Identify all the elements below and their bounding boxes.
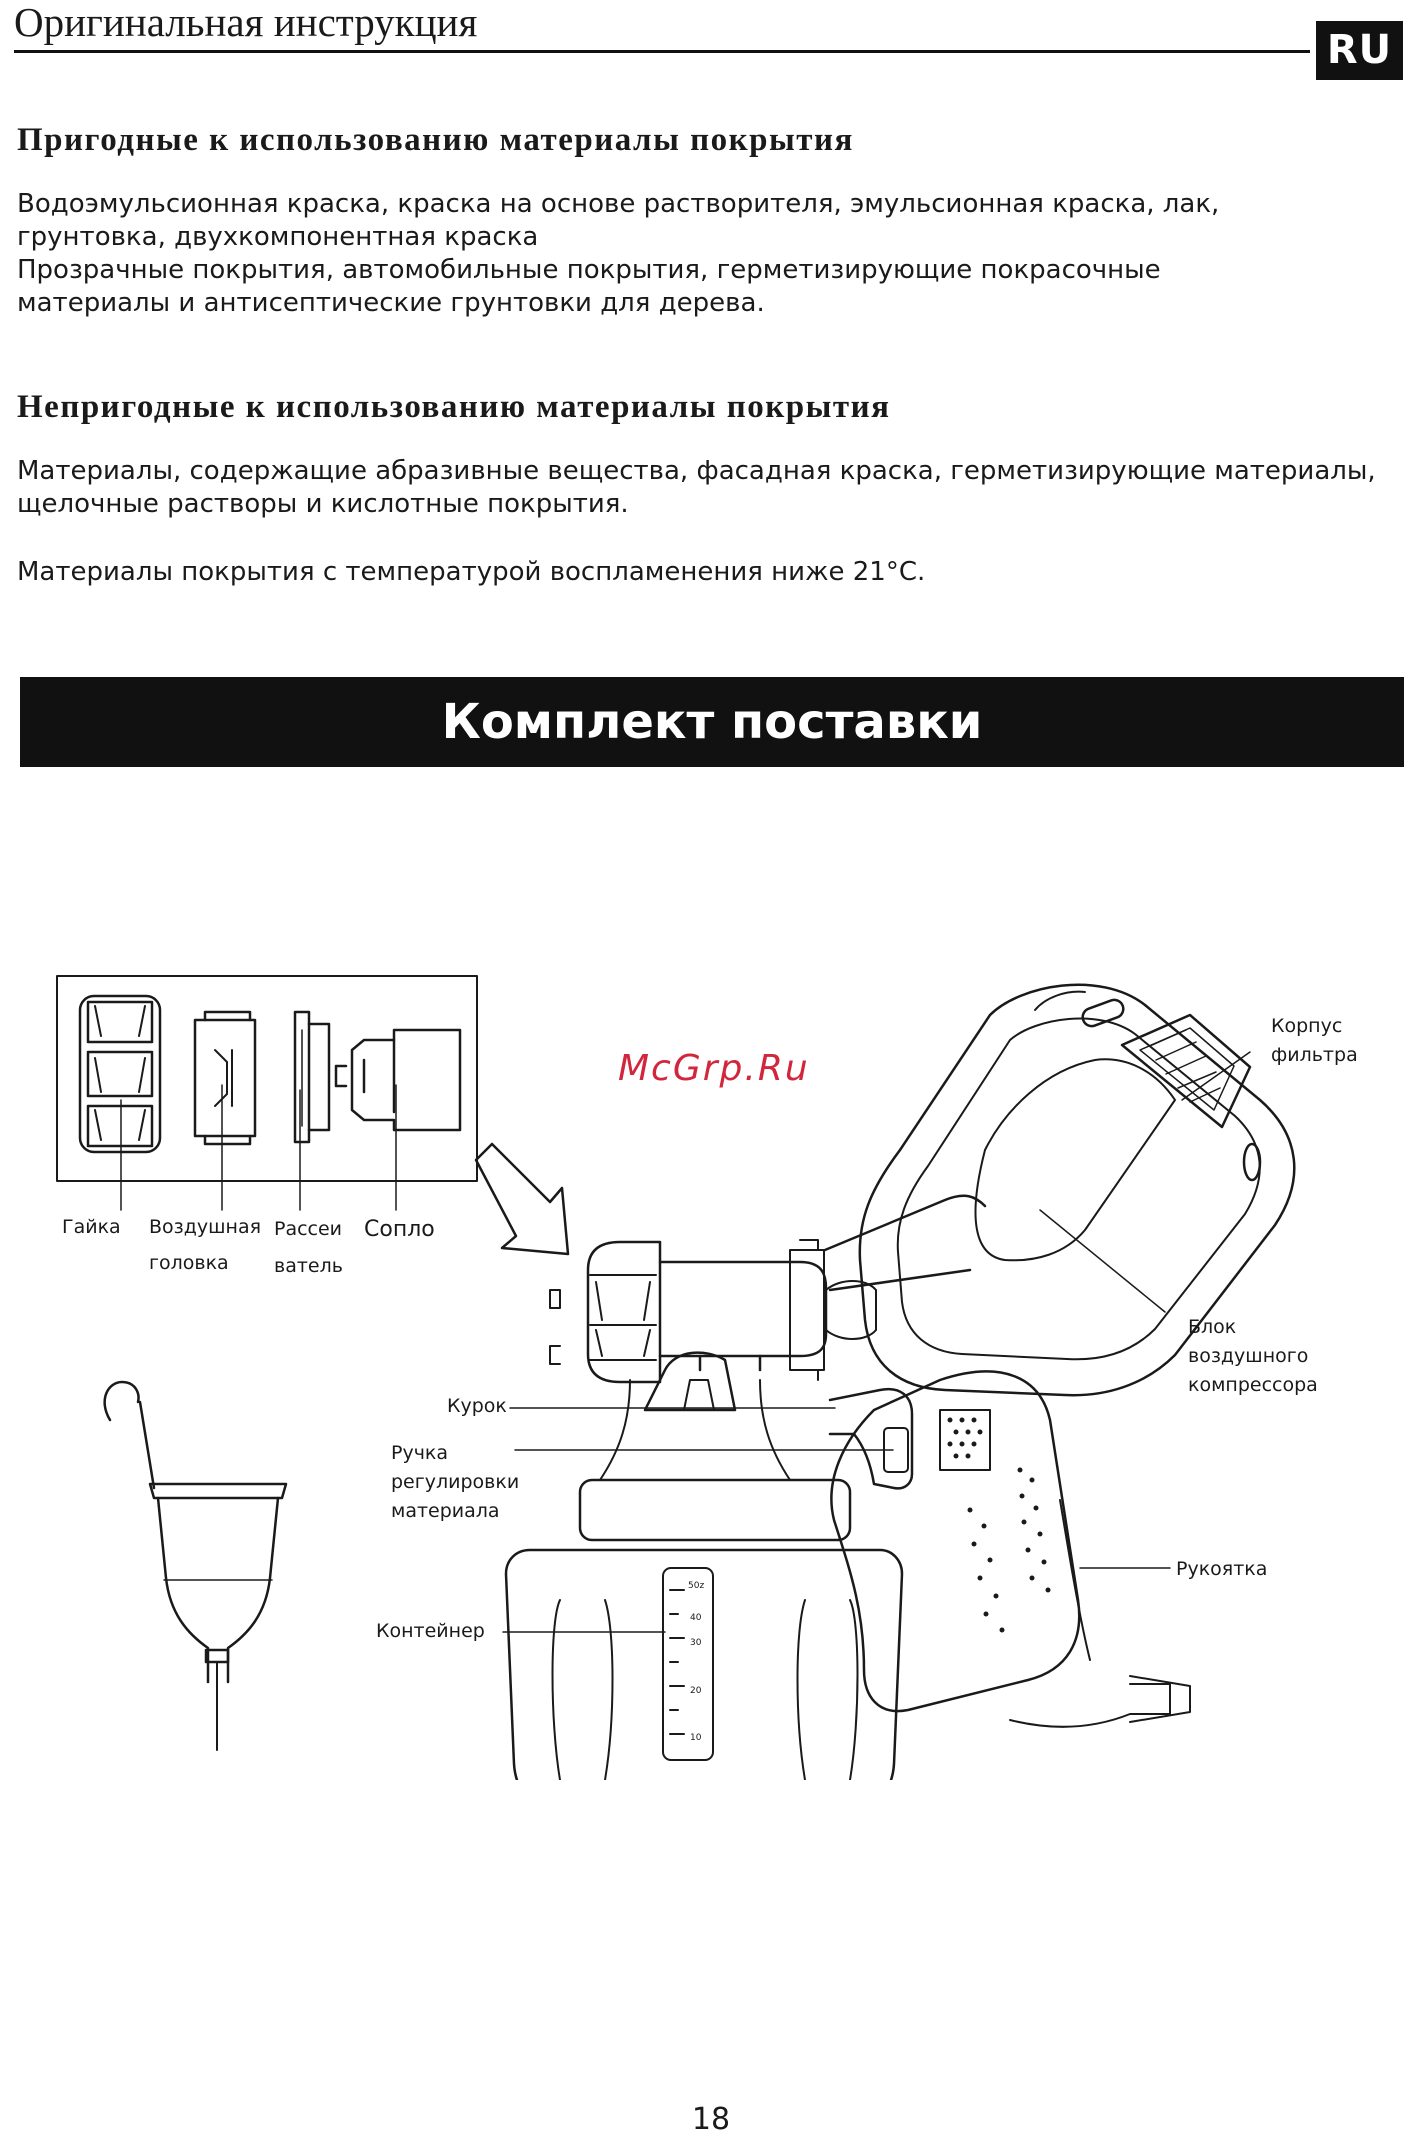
unsuitable-line-1: Материалы, содержащие абразивные веществ… [17,456,1376,486]
spray-gun-body [504,983,1296,1780]
label-air-head-1: Воздушная [149,1216,262,1238]
funnel-drawing [103,1380,288,1751]
body-leaders [502,1051,1251,1633]
container-scale: 10 20 30 40 50z [688,1581,704,1743]
scale-30: 30 [690,1638,702,1648]
grip-texture [947,1417,1051,1633]
label-handle: Рукоятка [1176,1558,1268,1580]
scale-40: 40 [690,1613,702,1623]
unsuitable-materials-heading: Непригодные к использованию материалы по… [17,389,891,425]
label-filter-2: фильтра [1271,1044,1358,1066]
label-knob-3: материала [391,1500,500,1522]
pointer-arrow [474,1142,570,1256]
flashpoint-note: Материалы покрытия с температурой воспла… [17,557,926,587]
label-container: Контейнер [376,1620,485,1642]
delivery-set-banner: Комплект поставки [20,677,1404,767]
label-diffuser-1: Рассеи [274,1218,343,1240]
scale-10: 10 [690,1733,702,1743]
front-nozzle [549,1240,828,1384]
air-head-drawing [193,1010,257,1146]
label-compressor-2: воздушного [1188,1345,1309,1367]
watermark: McGrp.Ru [618,1048,810,1089]
accessory-leaders [120,1084,397,1211]
container-drawing [504,1548,904,1780]
page-number: 18 [691,2102,731,2137]
label-nut: Гайка [62,1216,121,1238]
nut-drawing [78,994,162,1154]
label-diffuser-2: ватель [274,1255,343,1277]
label-knob-1: Ручка [391,1442,449,1464]
suitable-line-2: грунтовка, двухкомпонентная краска [17,222,539,252]
suitable-line-3: Прозрачные покрытия, автомобильные покры… [17,255,1161,285]
scale-20: 20 [690,1686,702,1696]
diffuser-drawing [293,1010,331,1144]
suitable-line-4: материалы и антисептические грунтовки дл… [17,288,765,318]
accessories-frame [56,975,478,1182]
label-air-head-2: головка [149,1252,229,1274]
scale-top: 50z [688,1581,704,1591]
document-title: Оригинальная инструкция [14,0,478,45]
label-nozzle: Сопло [364,1217,435,1242]
label-compressor-1: Блок [1188,1316,1237,1338]
nozzle-drawing [334,1028,462,1132]
label-compressor-3: компрессора [1188,1374,1318,1396]
label-knob-2: регулировки [391,1471,520,1493]
suitable-materials-heading: Пригодные к использованию материалы покр… [17,122,854,158]
suitable-line-1: Водоэмульсионная краска, краска на основ… [17,189,1220,219]
label-filter-1: Корпус [1271,1015,1343,1037]
label-trigger: Курок [447,1395,507,1417]
unsuitable-line-2: щелочные растворы и кислотные покрытия. [17,489,629,519]
header-divider [14,50,1310,53]
spray-gun-diagram: 10 20 30 40 50z [56,975,1296,1780]
delivery-set-title: Комплект поставки [441,694,983,750]
language-badge: RU [1316,21,1403,80]
